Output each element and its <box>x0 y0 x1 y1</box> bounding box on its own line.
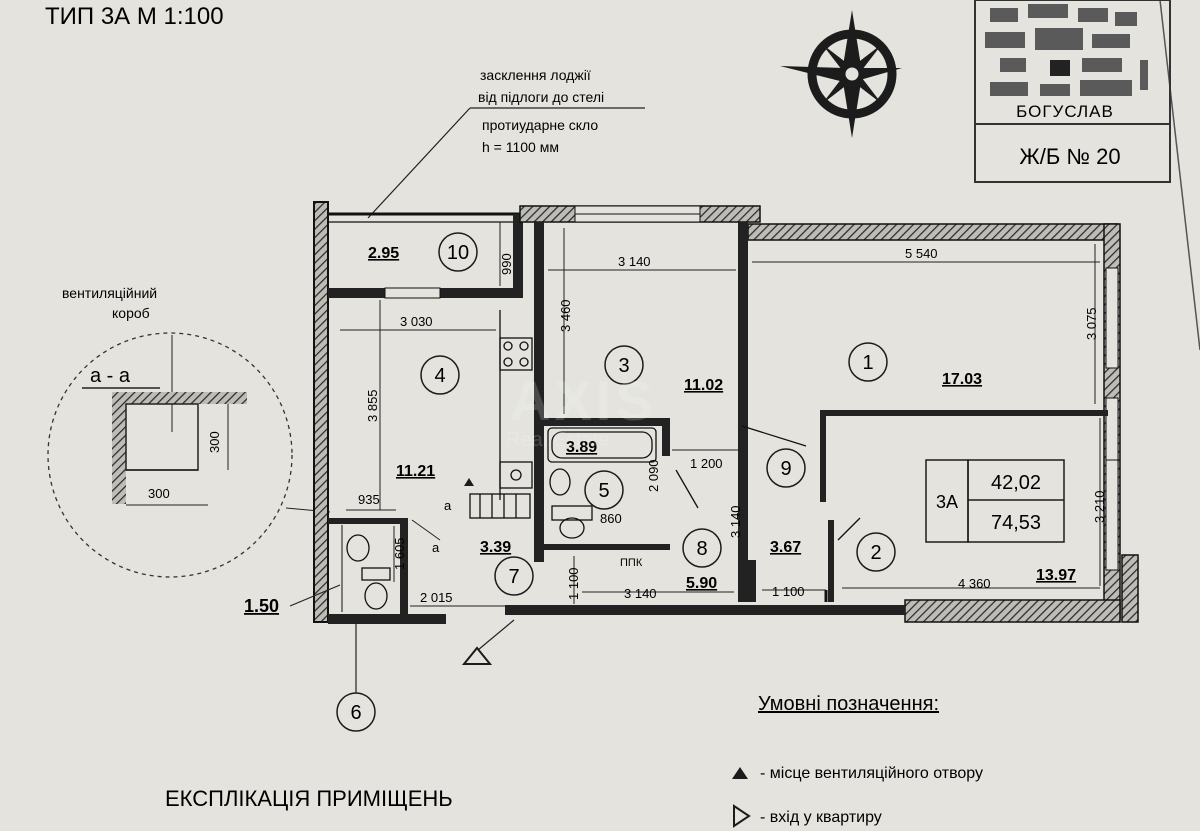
dimension-labels: 3 140 5 540 990 3 030 3 460 3 075 3 855 … <box>358 246 1107 605</box>
svg-text:935: 935 <box>358 492 380 507</box>
svg-text:17.03: 17.03 <box>942 371 982 388</box>
legend-item-entry: - вхід у квартиру <box>760 809 882 826</box>
svg-text:9: 9 <box>780 458 791 480</box>
svg-text:короб: короб <box>112 305 150 321</box>
svg-text:3 855: 3 855 <box>365 389 380 422</box>
svg-text:300: 300 <box>148 486 170 501</box>
dimension-lines <box>340 222 1101 607</box>
svg-text:протиударне скло: протиударне скло <box>482 117 598 133</box>
room-numbers: 1 2 3 4 5 6 7 8 9 10 <box>350 242 881 724</box>
svg-text:3 140: 3 140 <box>728 505 743 538</box>
svg-text:AXIS: AXIS <box>510 369 657 432</box>
svg-text:300: 300 <box>207 431 222 453</box>
svg-text:1 100: 1 100 <box>566 567 581 600</box>
svg-text:Real Estate: Real Estate <box>506 429 609 451</box>
svg-text:2.95: 2.95 <box>368 245 399 262</box>
svg-text:11.02: 11.02 <box>684 377 723 394</box>
svg-text:860: 860 <box>600 511 622 526</box>
svg-text:990: 990 <box>499 253 514 275</box>
svg-text:10: 10 <box>447 242 469 264</box>
wc-area-leader <box>289 584 341 607</box>
apartment-type: 3А <box>936 492 958 512</box>
svg-text:6: 6 <box>350 702 361 724</box>
legend-title: Умовні позначення: <box>758 693 939 715</box>
svg-text:засклення лоджії: засклення лоджії <box>480 67 591 83</box>
svg-text:h = 1100 мм: h = 1100 мм <box>482 139 559 155</box>
svg-text:вентиляційний: вентиляційний <box>62 285 157 301</box>
svg-text:4 360: 4 360 <box>958 576 991 591</box>
svg-text:5 540: 5 540 <box>905 246 938 261</box>
svg-text:від підлоги до стелі: від підлоги до стелі <box>478 89 604 105</box>
plan-walls <box>313 201 1139 624</box>
svg-text:3.39: 3.39 <box>480 539 511 556</box>
ppk-label: ППК <box>620 557 643 569</box>
glazing-note: засклення лоджії від підлоги до стелі пр… <box>367 67 645 219</box>
type-scale-title: ТИП 3А М 1:100 <box>45 3 224 30</box>
svg-text:11.21: 11.21 <box>396 463 435 480</box>
svg-text:3.67: 3.67 <box>770 539 801 556</box>
logo-city: БОГУСЛАВ <box>1016 102 1114 121</box>
legend: Умовні позначення: - місце вентиляційног… <box>732 693 983 828</box>
room-markers <box>336 232 896 732</box>
logo-pattern <box>985 4 1148 96</box>
svg-text:а: а <box>444 498 452 513</box>
svg-text:1 605: 1 605 <box>392 537 407 570</box>
room-areas: 17.03 13.97 11.02 11.21 3.89 1.50 3.39 5… <box>244 245 1076 616</box>
svg-text:2 090: 2 090 <box>646 459 661 492</box>
logo-block: БОГУСЛАВ Ж/Б № 20 <box>974 0 1171 183</box>
svg-text:7: 7 <box>508 566 519 588</box>
vent-box-detail: вентиляційний короб а - а 300 300 <box>47 285 331 578</box>
svg-text:3 140: 3 140 <box>624 586 657 601</box>
svg-text:2: 2 <box>870 542 881 564</box>
entry-triangle-icon <box>461 646 493 665</box>
svg-text:3.89: 3.89 <box>566 439 597 456</box>
living-area: 42,02 <box>991 472 1041 494</box>
section-label: а - а <box>90 365 131 387</box>
svg-text:1.50: 1.50 <box>244 596 279 616</box>
svg-text:13.97: 13.97 <box>1036 567 1076 584</box>
svg-text:3 075: 3 075 <box>1084 307 1099 340</box>
entry-icon <box>733 804 751 828</box>
svg-text:5: 5 <box>598 480 609 502</box>
svg-text:3: 3 <box>618 355 629 377</box>
svg-text:5.90: 5.90 <box>686 575 717 592</box>
entry-leader <box>477 619 515 651</box>
svg-text:1: 1 <box>862 352 873 374</box>
svg-text:2 015: 2 015 <box>420 590 453 605</box>
watermark: AXIS Real Estate <box>506 369 657 451</box>
svg-text:3 030: 3 030 <box>400 314 433 329</box>
sheet-frame <box>1159 0 1200 351</box>
vent-opening-icon <box>732 767 748 779</box>
explication-title: ЕКСПЛІКАЦІЯ ПРИМІЩЕНЬ <box>165 786 453 811</box>
svg-text:1 100: 1 100 <box>772 584 805 599</box>
svg-text:4: 4 <box>434 365 445 387</box>
svg-text:3 460: 3 460 <box>558 299 573 332</box>
svg-text:1 200: 1 200 <box>690 456 723 471</box>
total-area: 74,53 <box>991 512 1041 534</box>
svg-text:а: а <box>432 540 440 555</box>
plan-fixtures <box>346 310 861 610</box>
svg-text:8: 8 <box>696 538 707 560</box>
section-marks: а а ППК <box>411 478 643 569</box>
legend-item-vent: - місце вентиляційного отвору <box>760 765 983 782</box>
apartment-summary: 3А 42,02 74,53 <box>925 459 1065 543</box>
svg-text:3 210: 3 210 <box>1092 490 1107 523</box>
svg-text:3 140: 3 140 <box>618 254 651 269</box>
building-number: Ж/Б № 20 <box>1019 144 1120 169</box>
compass-icon <box>780 10 902 138</box>
